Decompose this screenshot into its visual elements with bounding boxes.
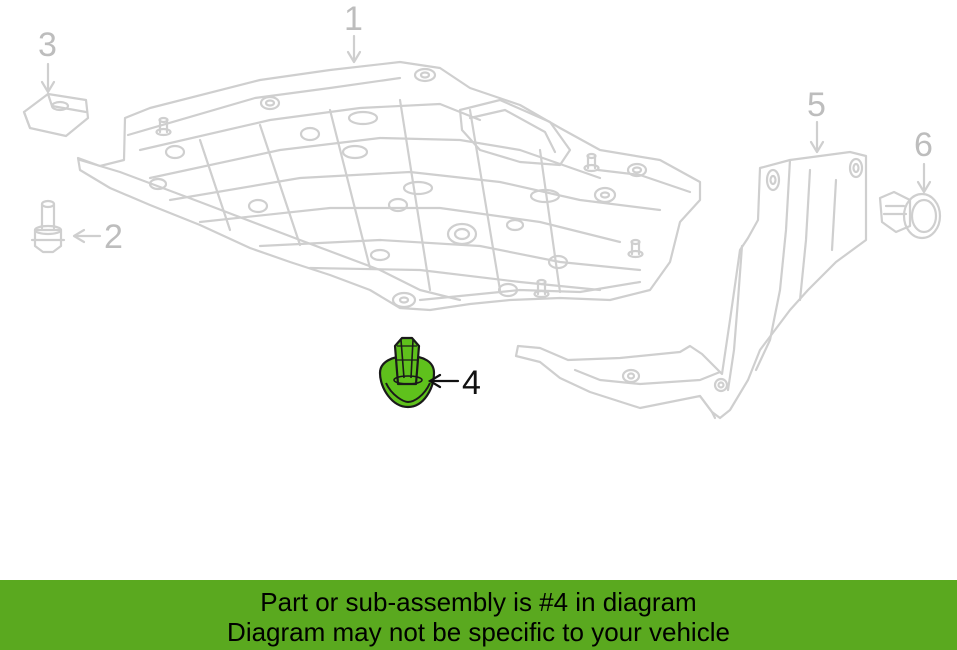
highlighted-clip-part-4[interactable]	[378, 336, 436, 409]
callout-number-2[interactable]: 2	[104, 218, 123, 256]
push-clip-part-6	[878, 190, 942, 240]
callout-leader-4	[427, 373, 460, 389]
info-banner: Part or sub-assembly is #4 in diagram Di…	[0, 580, 957, 650]
callout-number-1[interactable]: 1	[344, 0, 363, 38]
banner-line-part-number: Part or sub-assembly is #4 in diagram	[260, 587, 697, 617]
callout-number-5[interactable]: 5	[807, 86, 826, 124]
bracket-part-5	[514, 150, 868, 420]
callout-number-4[interactable]: 4	[462, 364, 481, 402]
under-cover-panel	[76, 60, 702, 312]
callout-leaders	[40, 34, 932, 244]
clip-nut-part-3	[22, 92, 90, 138]
panel-holes	[148, 67, 648, 309]
bolt-part-2	[30, 199, 66, 254]
callout-number-6[interactable]: 6	[914, 126, 933, 164]
parts-diagram	[22, 34, 942, 420]
panel-studs	[155, 116, 644, 299]
callout-number-3[interactable]: 3	[38, 26, 57, 64]
banner-line-disclaimer: Diagram may not be specific to your vehi…	[227, 617, 730, 647]
